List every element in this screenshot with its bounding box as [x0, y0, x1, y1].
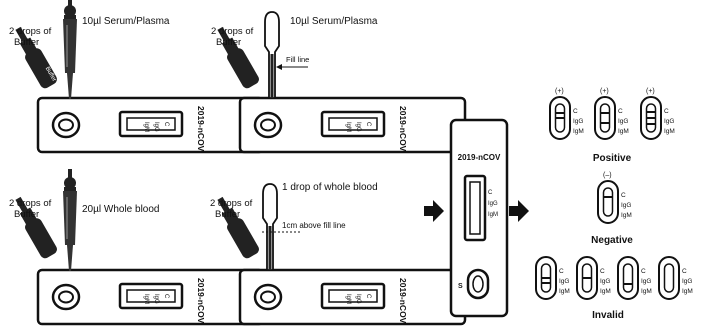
- step-serum-pipette: IgM IgG C 2019-nCOV Buffer 2 drops of Bu…: [9, 0, 265, 154]
- step-blood-pipette: IgM IgG C 2019-nCOV 2 drops of Buffer 20…: [9, 168, 265, 326]
- result-card: (–) C IgG IgM: [597, 172, 632, 224]
- device-name: 2019-nCOV: [398, 106, 408, 152]
- result-card: (+) C IgG IgM: [549, 88, 584, 140]
- line-label-igg: IgG: [488, 201, 498, 207]
- test-cassette: IgM IgG C 2019-nCOV: [36, 268, 265, 326]
- line-label-igm: IgM: [345, 294, 351, 304]
- positive-title: Positive: [593, 153, 632, 164]
- line-label-c: C: [163, 122, 169, 127]
- buffer-instruction: 2 drops of Buffer: [210, 198, 255, 220]
- label-igg: IgG: [618, 118, 628, 125]
- line-label-igg: IgG: [355, 294, 361, 304]
- line-label-igm: IgM: [345, 122, 351, 132]
- label-igg: IgG: [559, 278, 569, 285]
- line-label-igm: IgM: [488, 212, 498, 218]
- line-label-c: C: [488, 190, 493, 196]
- label-igg: IgG: [664, 118, 674, 125]
- result-card: (+) C IgG IgM: [640, 88, 675, 140]
- test-cassette: IgM IgG C 2019-nCOV: [36, 96, 265, 154]
- result-card: C IgG IgM: [658, 256, 693, 300]
- volume-label: 1 drop of whole blood: [282, 182, 378, 193]
- label-igm: IgM: [573, 128, 584, 135]
- result-positive: (+) C IgG IgM (+) C IgG IgM (+) C IgG Ig…: [549, 88, 675, 164]
- label-c: C: [618, 108, 623, 115]
- label-igg: IgG: [600, 278, 610, 285]
- device-name: 2019-nCOV: [196, 278, 206, 324]
- label-c: C: [682, 268, 687, 275]
- line-label-igg: IgG: [153, 294, 159, 304]
- reading-cassette: 2019-nCOV C IgG IgM S: [449, 118, 509, 318]
- pipette-icon: [62, 168, 78, 272]
- result-sign: (+): [555, 88, 564, 95]
- label-igm: IgM: [621, 212, 632, 219]
- result-sign: (–): [603, 172, 612, 179]
- result-card: C IgG IgM: [617, 256, 652, 300]
- arrow-right-icon: [509, 200, 529, 222]
- label-igm: IgM: [618, 128, 629, 135]
- label-igm: IgM: [664, 128, 675, 135]
- pipette-icon: [62, 0, 78, 100]
- dropper-icon: [264, 11, 280, 99]
- device-name: 2019-nCOV: [196, 106, 206, 152]
- label-c: C: [641, 268, 646, 275]
- arrow-right-icon: [424, 200, 444, 222]
- sample-well-label: S: [458, 283, 463, 290]
- result-sign: (+): [646, 88, 655, 95]
- label-igg: IgG: [621, 202, 631, 209]
- step-blood-dropper: IgM IgG C 2019-nCOV 1cm above fill line …: [210, 182, 467, 326]
- result-negative: (–) C IgG IgM Negative: [591, 172, 633, 246]
- volume-label: 10µl Serum/Plasma: [82, 16, 170, 27]
- reading-device-title: 2019-nCOV: [458, 153, 501, 162]
- test-cassette: IgM IgG C 2019-nCOV: [238, 96, 467, 154]
- volume-label: 20µl Whole blood: [82, 204, 159, 215]
- line-label-igm: IgM: [143, 122, 149, 132]
- label-igg: IgG: [573, 118, 583, 125]
- line-label-c: C: [163, 294, 169, 299]
- line-label-igm: IgM: [143, 294, 149, 304]
- fill-line-arrowhead: [276, 64, 282, 70]
- result-invalid: C IgG IgM C IgG IgM C IgG IgM C IgG IgM …: [535, 256, 693, 321]
- result-card: C IgG IgM: [576, 256, 611, 300]
- label-c: C: [573, 108, 578, 115]
- label-c: C: [559, 268, 564, 275]
- fill-line-label: Fill line: [286, 55, 309, 64]
- invalid-title: Invalid: [592, 310, 624, 321]
- label-igm: IgM: [600, 288, 611, 295]
- label-igg: IgG: [641, 278, 651, 285]
- fill-line-label: 1cm above fill line: [282, 221, 346, 230]
- negative-title: Negative: [591, 235, 633, 246]
- buffer-instruction: 2 drops of Buffer: [211, 26, 256, 48]
- device-name: 2019-nCOV: [398, 278, 408, 324]
- line-label-c: C: [365, 294, 371, 299]
- test-cassette: IgM IgG C 2019-nCOV: [238, 268, 467, 326]
- label-igm: IgM: [559, 288, 570, 295]
- step-serum-dropper: IgM IgG C 2019-nCOV Fill line 2 drops of…: [211, 11, 467, 154]
- label-igm: IgM: [682, 288, 693, 295]
- label-igg: IgG: [682, 278, 692, 285]
- label-c: C: [600, 268, 605, 275]
- line-label-c: C: [365, 122, 371, 127]
- result-sign: (+): [600, 88, 609, 95]
- label-c: C: [664, 108, 669, 115]
- label-igm: IgM: [641, 288, 652, 295]
- result-card: (+) C IgG IgM: [594, 88, 629, 140]
- volume-label: 10µl Serum/Plasma: [290, 16, 378, 27]
- line-label-igg: IgG: [355, 122, 361, 132]
- dropper-icon: [262, 183, 278, 271]
- line-label-igg: IgG: [153, 122, 159, 132]
- label-c: C: [621, 192, 626, 199]
- buffer-instruction: 2 drops of Buffer: [9, 26, 54, 48]
- buffer-instruction: 2 drops of Buffer: [9, 198, 54, 220]
- result-card: C IgG IgM: [535, 256, 570, 300]
